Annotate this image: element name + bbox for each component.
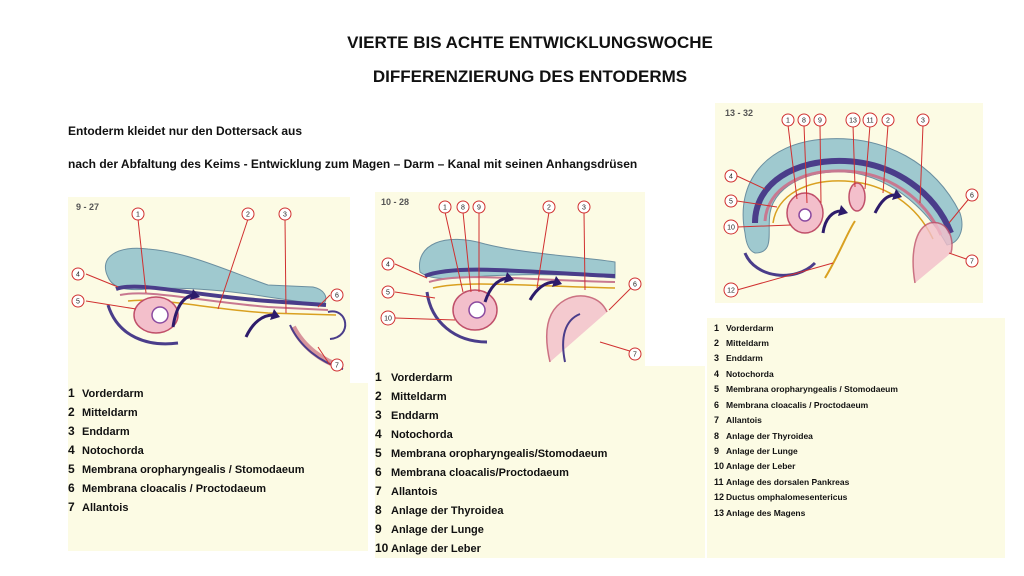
callout-3: 3 <box>921 118 925 125</box>
callout-7: 7 <box>633 352 637 359</box>
figure-panel-3: 13 - 32 1 <box>715 103 983 303</box>
callout-4: 4 <box>76 272 80 279</box>
callout-8: 8 <box>461 205 465 212</box>
figure-id-3: 13 - 32 <box>725 108 754 118</box>
intro-line-2: nach der Abfaltung des Keims - Entwicklu… <box>68 157 638 171</box>
callout-7: 7 <box>970 259 974 266</box>
figure-id-2: 10 - 28 <box>381 197 410 207</box>
callout-6: 6 <box>970 193 974 200</box>
callout-10: 10 <box>384 316 392 323</box>
callout-1: 1 <box>786 118 790 125</box>
callout-6: 6 <box>335 293 339 300</box>
callout-9: 9 <box>477 205 481 212</box>
callout-6: 6 <box>633 282 637 289</box>
callout-9: 9 <box>818 118 822 125</box>
callout-5: 5 <box>386 290 390 297</box>
figure-panel-1: 9 - 27 1 2 <box>68 197 350 383</box>
callout-3: 3 <box>582 205 586 212</box>
figure-id-1: 9 - 27 <box>76 202 100 212</box>
callout-4: 4 <box>729 174 733 181</box>
callout-13: 13 <box>849 118 857 125</box>
intro-line-1: Entoderm kleidet nur den Dottersack aus <box>68 124 303 138</box>
figure-panel-2: 10 - 28 1 8 9 2 3 <box>375 192 645 366</box>
embryo-diagram-3: 1 8 9 13 11 2 3 4 5 6 10 7 12 <box>723 112 979 298</box>
callout-3: 3 <box>283 212 287 219</box>
embryo-diagram-1: 1 2 3 4 5 6 7 <box>71 207 347 372</box>
callout-2: 2 <box>547 205 551 212</box>
callout-10: 10 <box>727 225 735 232</box>
callout-1: 1 <box>136 212 140 219</box>
callout-1: 1 <box>443 205 447 212</box>
page-title: VIERTE BIS ACHTE ENTWICKLUNGSWOCHE <box>347 33 713 52</box>
callout-7: 7 <box>335 363 339 370</box>
embryo-diagram-2: 1 8 9 2 3 4 5 6 7 10 <box>380 200 642 363</box>
callout-5: 5 <box>729 199 733 206</box>
callout-12: 12 <box>727 288 735 295</box>
callout-11: 11 <box>866 118 873 125</box>
callout-5: 5 <box>76 299 80 306</box>
callout-2: 2 <box>886 118 890 125</box>
callout-8: 8 <box>802 118 806 125</box>
callout-2: 2 <box>246 212 250 219</box>
callout-4: 4 <box>386 262 390 269</box>
page-subtitle: DIFFERENZIERUNG DES ENTODERMS <box>372 67 688 86</box>
